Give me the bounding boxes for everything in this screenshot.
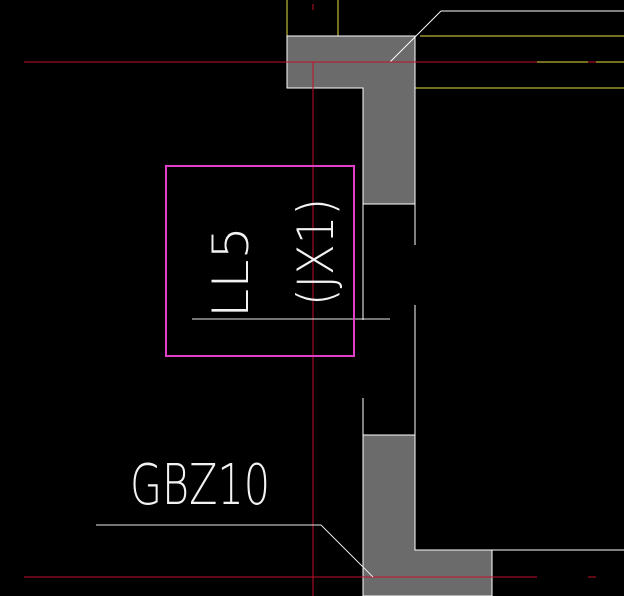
wall-edges: [362, 10, 624, 551]
beam-tag-main-text[interactable]: LL5: [202, 226, 260, 318]
axis-lines: [24, 4, 596, 596]
column-tag-leader: [96, 524, 374, 578]
annotation-leaders: [96, 318, 390, 578]
selection-box-icon[interactable]: [165, 165, 355, 357]
wall-leader-diagonal: [389, 10, 442, 63]
column-tag-text[interactable]: GBZ10: [130, 453, 270, 518]
beam-tag-sub-text[interactable]: (JX1): [287, 198, 345, 306]
